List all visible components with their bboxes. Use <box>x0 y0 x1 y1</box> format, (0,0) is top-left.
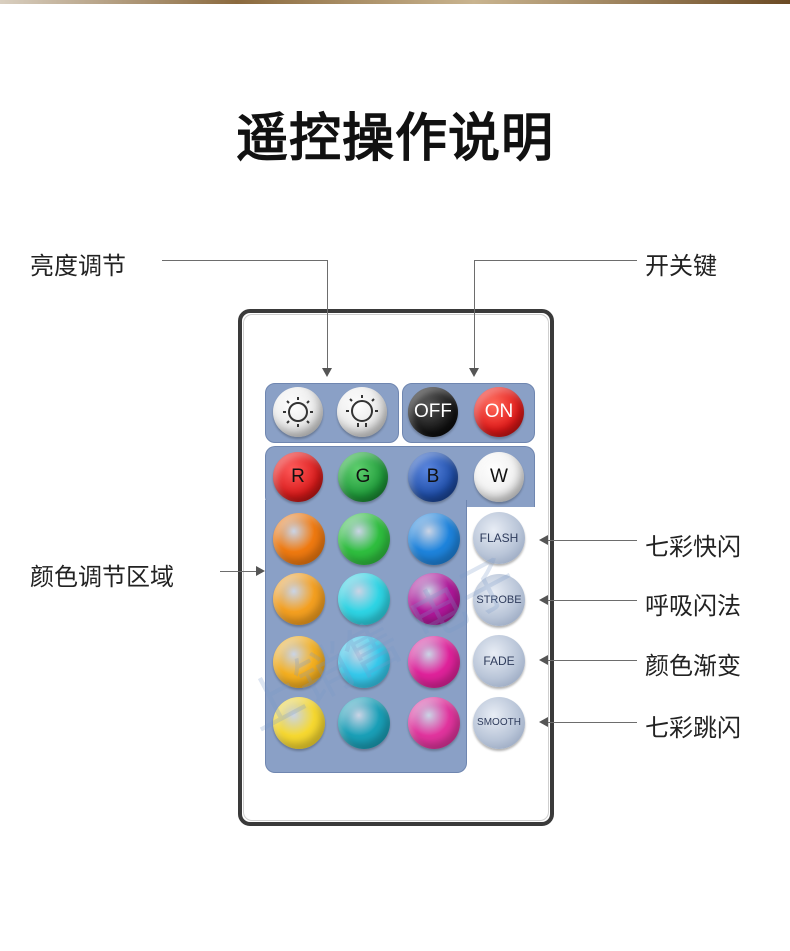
fade-button[interactable]: FADE <box>473 635 525 687</box>
red-button[interactable]: R <box>273 452 323 502</box>
sun-icon <box>346 395 378 427</box>
color-button[interactable] <box>273 636 325 688</box>
arrow-down-icon <box>469 368 479 377</box>
off-button-label: OFF <box>414 401 452 422</box>
arrow-right-icon <box>256 566 265 576</box>
callout-line-brightness-v <box>327 260 328 368</box>
sun-outline-icon <box>283 397 313 427</box>
callout-line-power-v <box>474 260 475 368</box>
color-button[interactable] <box>338 513 390 565</box>
label-color-area: 颜色调节区域 <box>30 563 174 591</box>
label-power: 开关键 <box>645 252 717 280</box>
blue-button[interactable]: B <box>408 452 458 502</box>
brightness-up-button[interactable] <box>337 387 387 437</box>
color-button[interactable] <box>338 697 390 749</box>
label-fade: 颜色渐变 <box>645 652 741 680</box>
strobe-button-label: STROBE <box>476 594 522 606</box>
color-button[interactable] <box>338 573 390 625</box>
off-button[interactable]: OFF <box>408 387 458 437</box>
label-brightness: 亮度调节 <box>30 252 126 280</box>
green-button[interactable]: G <box>338 452 388 502</box>
callout-line-strobe <box>548 600 637 601</box>
flash-button-label: FLASH <box>479 531 519 545</box>
callout-line-fade <box>548 660 637 661</box>
color-button[interactable] <box>408 513 460 565</box>
white-button-label: W <box>490 466 508 487</box>
label-flash: 七彩快闪 <box>645 533 741 561</box>
color-button[interactable] <box>408 636 460 688</box>
arrow-left-icon <box>539 535 548 545</box>
color-button[interactable] <box>273 697 325 749</box>
smooth-button[interactable]: SMOOTH <box>473 697 525 749</box>
strobe-button[interactable]: STROBE <box>473 574 525 626</box>
brightness-down-button[interactable] <box>273 387 323 437</box>
label-smooth: 七彩跳闪 <box>645 714 741 742</box>
label-strobe: 呼吸闪法 <box>645 592 741 620</box>
callout-line-color-area <box>220 571 256 572</box>
white-button[interactable]: W <box>474 452 524 502</box>
arrow-left-icon <box>539 717 548 727</box>
callout-line-power-h <box>474 260 637 261</box>
arrow-left-icon <box>539 595 548 605</box>
red-button-label: R <box>291 466 305 487</box>
color-button[interactable] <box>408 697 460 749</box>
flash-button[interactable]: FLASH <box>473 512 525 564</box>
callout-line-smooth <box>548 722 637 723</box>
callout-line-brightness-h <box>162 260 327 261</box>
color-button[interactable] <box>338 636 390 688</box>
color-button[interactable] <box>408 573 460 625</box>
green-button-label: G <box>355 466 371 487</box>
arrow-left-icon <box>539 655 548 665</box>
callout-line-flash <box>548 540 637 541</box>
blue-button-label: B <box>426 466 440 487</box>
top-decor-bar <box>0 0 790 4</box>
arrow-down-icon <box>322 368 332 377</box>
color-button[interactable] <box>273 573 325 625</box>
color-button[interactable] <box>273 513 325 565</box>
on-button[interactable]: ON <box>474 387 524 437</box>
smooth-button-label: SMOOTH <box>477 717 521 728</box>
fade-button-label: FADE <box>483 654 515 668</box>
remote-inner-border <box>243 314 549 821</box>
page-title: 遥控操作说明 <box>235 109 554 169</box>
on-button-label: ON <box>484 401 514 422</box>
